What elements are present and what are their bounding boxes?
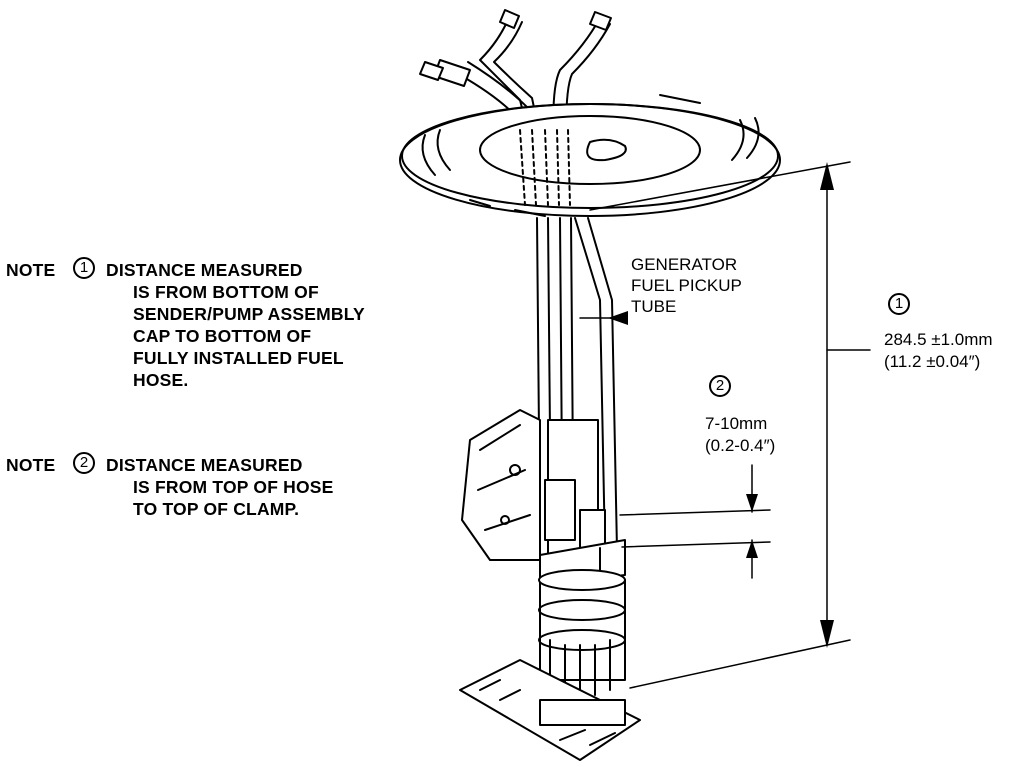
note-2-line: DISTANCE MEASURED: [106, 455, 303, 475]
fuel-level-sender: [461, 409, 606, 561]
fuel-hose-fittings: [419, 9, 612, 161]
note-1-line: SENDER/PUMP ASSEMBLY: [133, 304, 365, 324]
note-2-number-circle: 2: [73, 452, 95, 474]
callout-line: TUBE: [631, 297, 677, 316]
note-1-number-circle: 1: [73, 257, 95, 279]
dimension-1-imperial: (11.2 ±0.04″): [884, 352, 981, 371]
note-1-line: HOSE.: [133, 370, 189, 390]
sender-pump-cap-flange: [399, 94, 781, 217]
note-1-label: NOTE: [6, 260, 56, 280]
tubes-through-flange: [519, 129, 571, 206]
strainer-base-plate: [459, 659, 641, 761]
dimension-2-number-circle: 2: [709, 375, 731, 397]
dimension-1-metric: 284.5 ±1.0mm: [884, 330, 993, 349]
dimension-1-number-circle: 1: [888, 293, 910, 315]
note-2-line: IS FROM TOP OF HOSE: [133, 477, 334, 497]
fuel-pump-body: [538, 569, 626, 701]
dimension-arrowheads: [608, 162, 834, 648]
note-1-line: CAP TO BOTTOM OF: [133, 326, 312, 346]
callout-line: FUEL PICKUP: [631, 276, 742, 295]
dimension-lines: [579, 161, 871, 689]
callout-line: GENERATOR: [631, 255, 738, 274]
dimension-2-imperial: (0.2-0.4″): [705, 436, 776, 455]
note-1-line: IS FROM BOTTOM OF: [133, 282, 319, 302]
note-1-line: FULLY INSTALLED FUEL: [133, 348, 344, 368]
note-1-line: DISTANCE MEASURED: [106, 260, 303, 280]
note-2-label: NOTE: [6, 455, 56, 475]
note-2-line: TO TOP OF CLAMP.: [133, 499, 300, 519]
dimension-2-metric: 7-10mm: [705, 414, 768, 433]
